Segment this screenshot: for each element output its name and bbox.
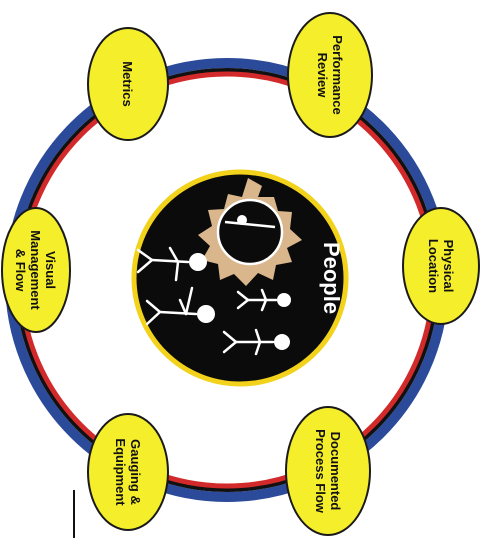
node-label-line: Physical [441,240,456,293]
node-label-line: Equipment [113,438,128,506]
node-performance-review: Performance Review [288,13,372,137]
people-hub: People [134,172,346,384]
node-label-line: Performance [330,35,345,114]
node-label-line: Metrics [120,61,135,107]
node-label-line: Visual [43,251,58,289]
node-label-line: Management [28,230,43,310]
node-label-line: Gauging & [128,439,143,505]
node-label-line: Location [426,239,441,293]
hub-label: People [319,242,344,314]
node-label-line: Process Flow [313,429,328,514]
node-documented-process-flow: Documented Process Flow [286,407,370,535]
node-metrics: Metrics [88,28,168,140]
node-label-line: & Flow [13,249,28,292]
node-label-line: Documented [328,432,343,511]
node-physical-location: Physical Location [403,208,479,324]
node-gauging-equipment: Gauging & Equipment [88,414,168,530]
node-visual-management-flow: Visual Management & Flow [2,208,70,332]
node-label-line: Review [315,53,330,99]
